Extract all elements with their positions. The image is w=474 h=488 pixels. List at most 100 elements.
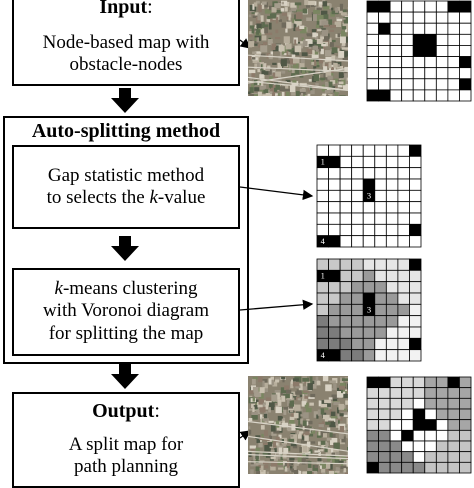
gap-connector	[240, 187, 312, 196]
obstacle-node	[379, 90, 391, 101]
grid-node	[367, 57, 379, 68]
grid-node	[363, 270, 375, 281]
grid-node	[402, 398, 414, 409]
grid-node	[402, 409, 414, 420]
grid-node	[409, 168, 421, 179]
grid-node	[340, 236, 352, 247]
grid-node	[425, 1, 437, 12]
grid-node	[436, 79, 448, 90]
grid-node	[386, 156, 398, 167]
grid-node	[352, 145, 364, 156]
grid-node	[379, 398, 391, 409]
grid-node	[340, 304, 352, 315]
grid-node	[379, 388, 391, 399]
grid-node	[386, 304, 398, 315]
grid-node	[329, 213, 341, 224]
grid-node	[379, 68, 391, 79]
grid-node	[386, 282, 398, 293]
grid-node	[390, 420, 402, 431]
grid-node	[379, 57, 391, 68]
grid-node	[402, 377, 414, 388]
grid-node	[363, 327, 375, 338]
grid-node	[386, 179, 398, 190]
grid-node	[398, 190, 410, 201]
obstacle-node	[459, 57, 471, 68]
grid-node	[402, 57, 414, 68]
grid-node	[402, 68, 414, 79]
grid-node	[409, 304, 421, 315]
cluster-label: 3	[367, 304, 371, 314]
grid-node	[352, 168, 364, 179]
grid-node	[352, 270, 364, 281]
grid-node	[398, 282, 410, 293]
grid-node	[425, 388, 437, 399]
grid-node	[317, 282, 329, 293]
grid-node	[379, 441, 391, 452]
grid-node	[459, 45, 471, 56]
grid-node	[398, 270, 410, 281]
grid-node	[425, 79, 437, 90]
grid-node	[352, 259, 364, 270]
grid-node	[436, 1, 448, 12]
grid-node	[448, 34, 460, 45]
grid-node	[367, 12, 379, 23]
grid-node	[329, 179, 341, 190]
grid-node	[425, 90, 437, 101]
grid-node	[340, 213, 352, 224]
grid-node	[375, 236, 387, 247]
grid-node	[352, 213, 364, 224]
grid-node	[425, 57, 437, 68]
grid-node	[425, 452, 437, 463]
grid-node	[448, 23, 460, 34]
grid-node	[425, 68, 437, 79]
grid-node	[459, 409, 471, 420]
grid-node	[413, 1, 425, 12]
grid-node	[413, 12, 425, 23]
grid-node	[436, 23, 448, 34]
obstacle-grid-input	[366, 0, 472, 102]
obstacle-node	[367, 377, 379, 388]
grid-node	[436, 409, 448, 420]
obstacle-node	[459, 1, 471, 12]
grid-node	[390, 409, 402, 420]
grid-node	[402, 388, 414, 399]
grid-node	[340, 327, 352, 338]
grid-node	[375, 168, 387, 179]
grid-node	[436, 68, 448, 79]
obstacle-node	[425, 45, 437, 56]
grid-node	[448, 45, 460, 56]
grid-node	[448, 398, 460, 409]
grid-node	[340, 293, 352, 304]
grid-node	[436, 441, 448, 452]
grid-node	[390, 68, 402, 79]
obstacle-node	[425, 34, 437, 45]
grid-node	[367, 45, 379, 56]
grid-node	[329, 190, 341, 201]
grid-node	[363, 338, 375, 349]
grid-node	[386, 350, 398, 361]
grid-node	[367, 420, 379, 431]
obstacle-node	[425, 420, 437, 431]
grid-node	[390, 90, 402, 101]
grid-node	[386, 316, 398, 327]
cluster-label: 2	[413, 259, 417, 269]
grid-node	[390, 12, 402, 23]
grid-node	[329, 259, 341, 270]
grid-node	[363, 213, 375, 224]
grid-node	[390, 57, 402, 68]
grid-node	[459, 420, 471, 431]
grid-node	[317, 213, 329, 224]
grid-node	[436, 398, 448, 409]
grid-node	[448, 79, 460, 90]
grid-node	[398, 145, 410, 156]
grid-node	[436, 57, 448, 68]
grid-node	[352, 179, 364, 190]
obstacle-node	[413, 409, 425, 420]
grid-node	[317, 316, 329, 327]
cluster-label: 4	[321, 236, 326, 246]
grid-node	[352, 190, 364, 201]
grid-node	[390, 388, 402, 399]
cluster-label: 4	[321, 350, 326, 360]
grid-node	[340, 316, 352, 327]
cluster-label: 2	[413, 145, 417, 155]
